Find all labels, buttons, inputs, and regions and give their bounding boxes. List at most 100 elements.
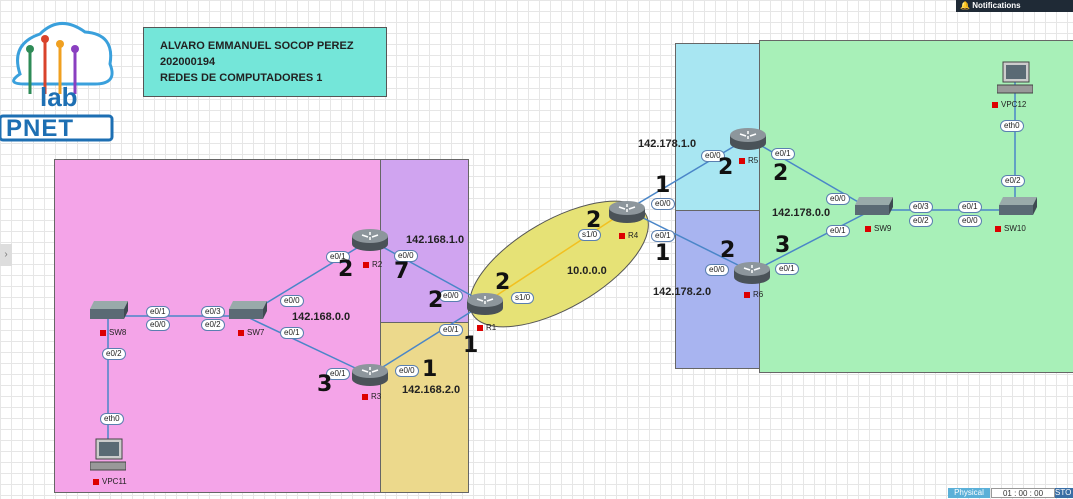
network-label: 142.178.1.0 xyxy=(638,138,697,150)
router-icon xyxy=(467,293,503,315)
vpc-vpc11[interactable] xyxy=(89,437,127,478)
if-sw7-e00: e0/0 xyxy=(280,295,304,307)
vpc12-label: VPC12 xyxy=(992,100,1026,109)
router-r6[interactable] xyxy=(732,259,772,290)
annotation: 2 xyxy=(495,270,511,295)
logo-lab-text: lab xyxy=(40,82,78,112)
if-vpc11-eth0: eth0 xyxy=(100,413,124,425)
area-blue xyxy=(675,210,761,369)
router-r1[interactable] xyxy=(465,290,505,321)
network-label: 142.168.1.0 xyxy=(406,234,465,246)
router-r3[interactable] xyxy=(350,361,390,392)
if-sw10-e01: e0/1 xyxy=(958,201,982,213)
switch-sw8[interactable] xyxy=(88,299,130,330)
if-r6-e00: e0/0 xyxy=(705,264,729,276)
author-name: ALVARO EMMANUEL SOCOP PEREZ xyxy=(160,40,354,52)
mode-button[interactable]: Physical xyxy=(948,488,990,498)
if-sw8-e01: e0/1 xyxy=(146,306,170,318)
lab-timer: 01 : 00 : 00 xyxy=(991,488,1055,498)
if-r2-e01: e0/1 xyxy=(326,251,350,263)
if-r5-e01: e0/1 xyxy=(771,148,795,160)
annotation: 3 xyxy=(775,233,791,258)
author-id: 202000194 xyxy=(160,56,216,68)
switch-sw10[interactable] xyxy=(997,195,1039,226)
if-sw9-e00: e0/0 xyxy=(826,193,850,205)
router-icon xyxy=(730,128,766,150)
if-r6-e01: e0/1 xyxy=(775,263,799,275)
annotation: 1 xyxy=(422,357,438,382)
if-sw7-e01: e0/1 xyxy=(280,327,304,339)
switch-icon xyxy=(999,197,1037,215)
network-label: 10.0.0.0 xyxy=(567,265,607,277)
router-icon xyxy=(352,364,388,386)
if-r2-e00: e0/0 xyxy=(394,250,418,262)
r6-label: R6 xyxy=(744,290,763,299)
annotation: 1 xyxy=(655,241,671,266)
network-label: 142.168.2.0 xyxy=(402,384,461,396)
if-r4-s10: s1/0 xyxy=(578,229,602,241)
logo-graphic xyxy=(0,22,114,142)
computer-icon xyxy=(996,61,1034,94)
if-sw8-e00: e0/0 xyxy=(146,319,170,331)
sw9-label: SW9 xyxy=(865,224,891,233)
author-info-box: ALVARO EMMANUEL SOCOP PEREZ 202000194 RE… xyxy=(143,27,387,97)
router-r5[interactable] xyxy=(728,125,768,156)
area-yellow xyxy=(380,322,469,493)
notifications-button[interactable]: 🔔 Notifications xyxy=(956,0,1073,12)
annotation: 2 xyxy=(773,161,789,186)
side-panel-toggle[interactable]: › xyxy=(0,244,12,266)
r2-label: R2 xyxy=(363,260,382,269)
eve-ng-logo: lab PNET xyxy=(0,14,118,144)
if-sw9-e02: e0/2 xyxy=(909,215,933,227)
annotation: 1 xyxy=(463,333,479,358)
r4-label: R4 xyxy=(619,231,638,240)
sw8-label: SW8 xyxy=(100,328,126,337)
router-icon xyxy=(609,201,645,223)
notifications-label: Notifications xyxy=(972,1,1021,10)
r1-label: R1 xyxy=(477,323,496,332)
if-vpc12-eth0: eth0 xyxy=(1000,120,1024,132)
r5-label: R5 xyxy=(739,156,758,165)
router-icon xyxy=(734,262,770,284)
switch-sw9[interactable] xyxy=(853,195,895,226)
course-name: REDES DE COMPUTADORES 1 xyxy=(160,72,323,84)
if-sw10-e00: e0/0 xyxy=(958,215,982,227)
annotation: 2 xyxy=(720,238,736,263)
annotation: 2 xyxy=(718,155,734,180)
if-r3-e01: e0/1 xyxy=(326,368,350,380)
if-r4-e00: e0/0 xyxy=(651,198,675,210)
if-r1-e01: e0/1 xyxy=(439,324,463,336)
stop-button[interactable]: STO xyxy=(1055,488,1073,498)
if-r4-e01: e0/1 xyxy=(651,230,675,242)
router-r4[interactable] xyxy=(607,198,647,229)
if-sw9-e01: e0/1 xyxy=(826,225,850,237)
switch-icon xyxy=(90,301,128,319)
router-icon xyxy=(352,229,388,251)
sw7-label: SW7 xyxy=(238,328,264,337)
annotation: 2 xyxy=(338,257,354,282)
if-r3-e00: e0/0 xyxy=(395,365,419,377)
switch-icon xyxy=(855,197,893,215)
if-r1-e00: e0/0 xyxy=(439,290,463,302)
if-sw7-e03: e0/3 xyxy=(201,306,225,318)
vpc11-label: VPC11 xyxy=(93,477,127,486)
annotation: 3 xyxy=(317,372,333,397)
logo-pnet-text: PNET xyxy=(6,115,75,142)
if-sw8-e02: e0/2 xyxy=(102,348,126,360)
switch-icon xyxy=(229,301,267,319)
if-sw7-e02: e0/2 xyxy=(201,319,225,331)
if-r5-e00: e0/0 xyxy=(701,150,725,162)
network-label: 142.178.2.0 xyxy=(653,286,712,298)
annotation: 7 xyxy=(394,259,410,284)
annotation: 2 xyxy=(586,208,602,233)
r3-label: R3 xyxy=(362,392,381,401)
network-label: 142.178.0.0 xyxy=(772,207,831,219)
switch-sw7[interactable] xyxy=(227,299,269,330)
if-r1-s10: s1/0 xyxy=(511,292,535,304)
vpc-vpc12[interactable] xyxy=(996,60,1034,101)
network-label: 142.168.0.0 xyxy=(292,311,351,323)
if-sw10-e02: e0/2 xyxy=(1001,175,1025,187)
annotation: 2 xyxy=(428,288,444,313)
router-r2[interactable] xyxy=(350,226,390,257)
computer-icon xyxy=(89,438,127,471)
